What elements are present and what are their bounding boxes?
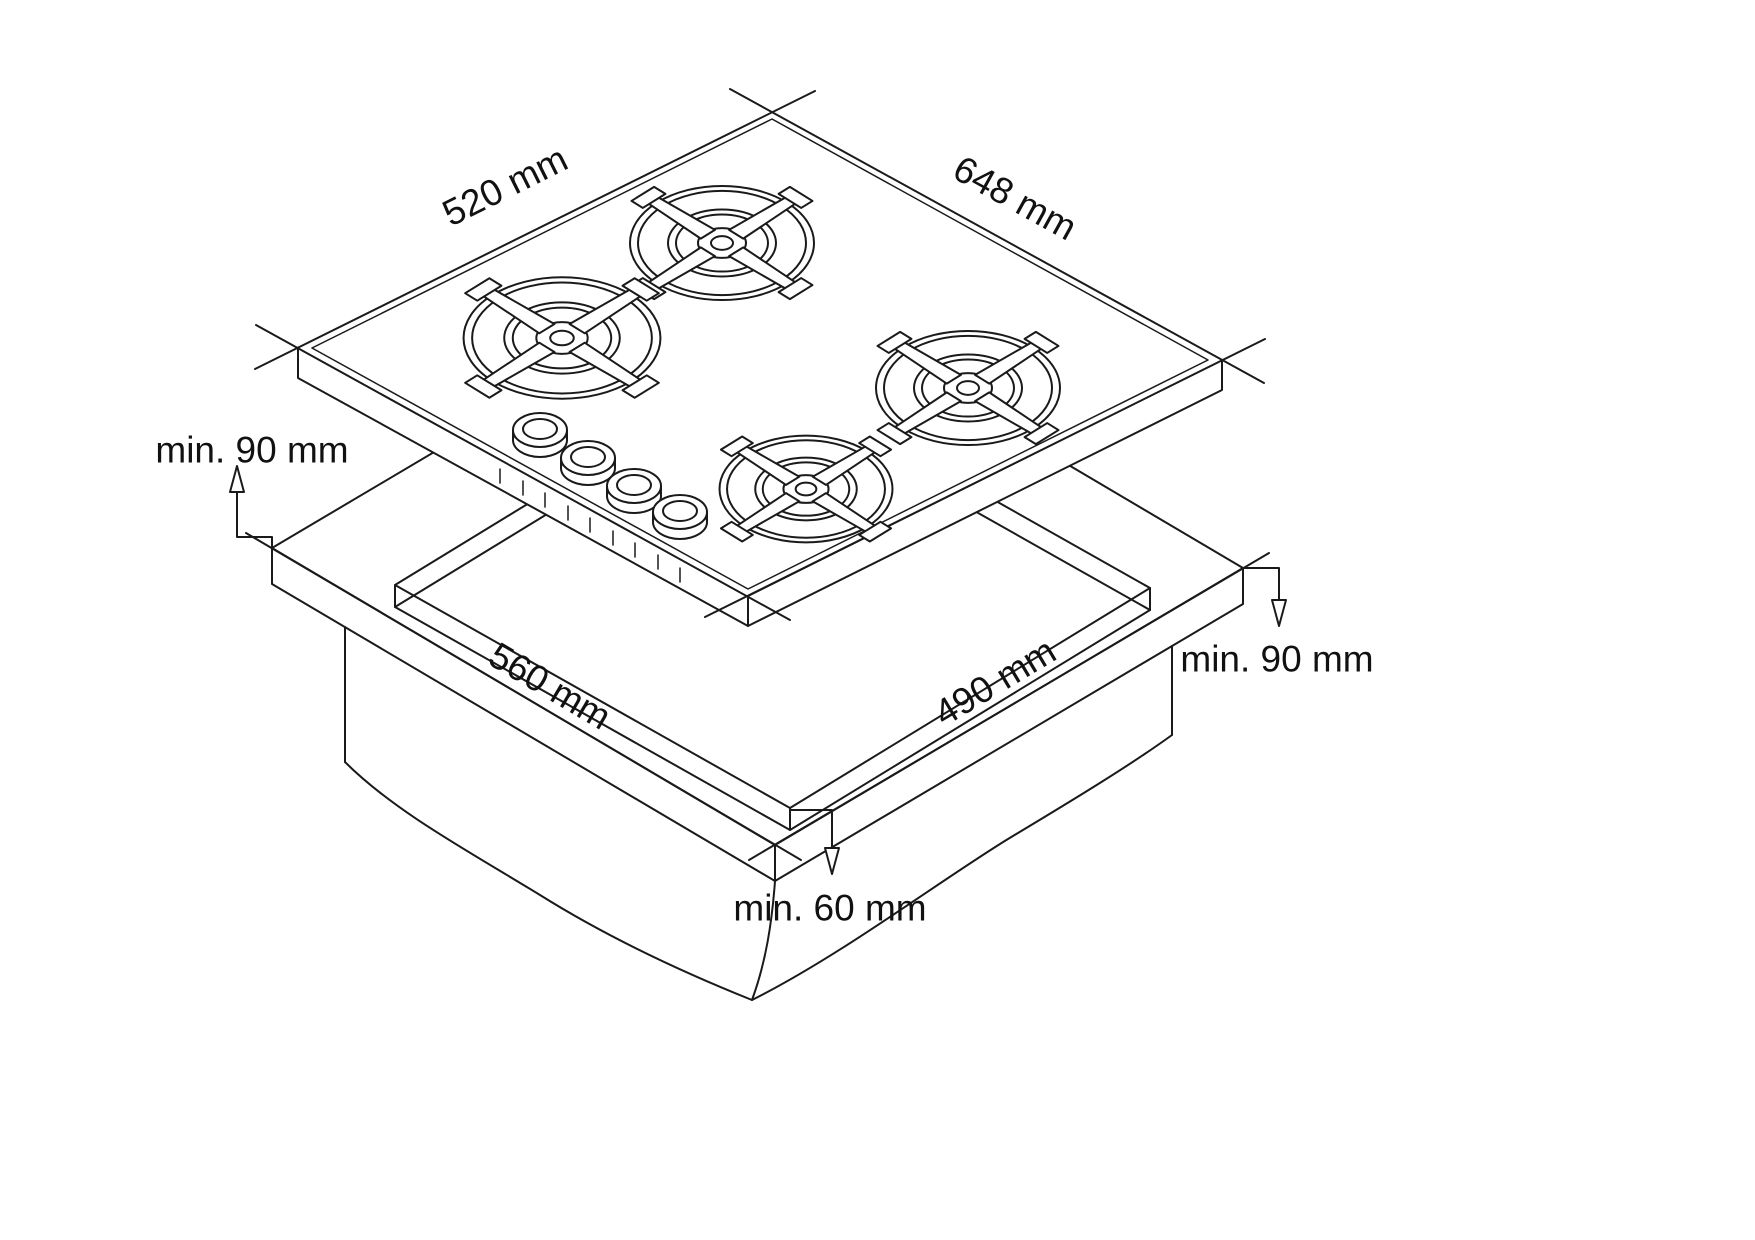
hob-edge-648 — [729, 88, 1265, 384]
cutout-depth-near — [394, 606, 1151, 831]
vent-slots — [499, 468, 681, 583]
arrow-down-icon — [824, 847, 840, 875]
control-knob — [606, 468, 662, 514]
cabinet-body — [344, 626, 1173, 1001]
dimension-leader-right — [1242, 567, 1280, 600]
dimension-label-clearance-left: min. 90 mm — [155, 430, 348, 471]
hob-edge-left-front — [255, 324, 791, 621]
control-knob — [560, 440, 616, 486]
hob-glass-bevel — [311, 118, 1209, 590]
burner-back — [629, 184, 815, 302]
hob-edge-520 — [254, 90, 816, 370]
clearance-front-dimension: min. 60 mm — [733, 809, 927, 929]
dimension-label-clearance-right: min. 90 mm — [1180, 639, 1373, 680]
burner-right — [875, 329, 1061, 447]
control-knob — [512, 412, 568, 458]
dimension-leader-left — [236, 491, 273, 549]
cabinet-break-line-left — [344, 761, 753, 1001]
burner-left — [462, 276, 662, 400]
control-knob — [652, 494, 708, 540]
hob-edge-right-front — [704, 338, 1266, 618]
control-knobs — [512, 412, 708, 540]
dimension-label-hob-width: 520 mm — [436, 138, 574, 234]
gas-hob — [254, 88, 1266, 627]
clearance-left-dimension: min. 90 mm — [155, 430, 349, 549]
arrow-down-icon — [1271, 599, 1287, 627]
countertop-near-edges — [245, 532, 1270, 861]
burner-front — [718, 434, 894, 544]
cabinet-break-line-right — [751, 734, 1173, 1001]
dimension-leader-front — [789, 809, 833, 848]
cabinet-front-corner-edge — [751, 880, 776, 1001]
dimension-label-clearance-front: min. 60 mm — [733, 888, 926, 929]
clearance-right-dimension: min. 90 mm — [1180, 567, 1374, 680]
cutout-wall-edges — [394, 364, 1151, 831]
